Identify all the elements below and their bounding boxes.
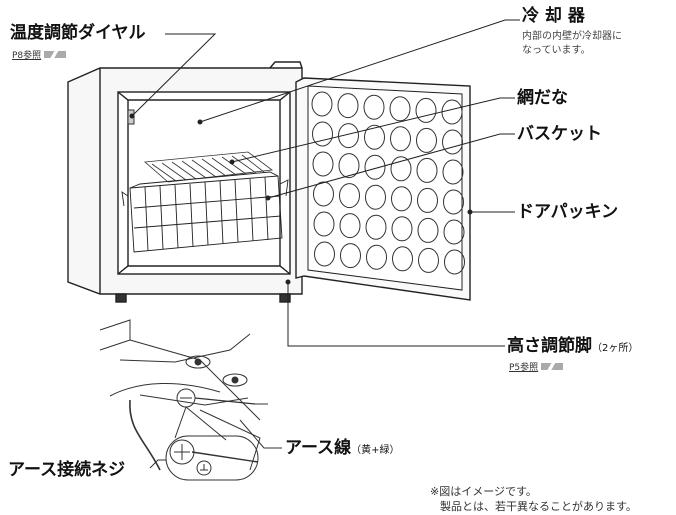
- door-pocket: [442, 159, 464, 185]
- door-pocket: [366, 244, 387, 270]
- image-note-line1: ※図はイメージです。: [430, 485, 537, 498]
- door-pocket: [340, 243, 361, 269]
- cooler-note-line1: 内部の内壁が冷却器に: [522, 31, 622, 42]
- door-pocket: [417, 187, 438, 213]
- door-pocket: [312, 121, 333, 147]
- door-pocket: [416, 127, 437, 153]
- door-pocket: [338, 123, 359, 149]
- door-pocket: [443, 219, 465, 245]
- earth-detail: [99, 319, 282, 481]
- door-pocket: [313, 181, 334, 207]
- door-pocket: [390, 126, 411, 152]
- leader-lines: [129, 19, 520, 347]
- ref-arrow-icon: [541, 363, 564, 370]
- door-pocket-pattern: [311, 91, 465, 275]
- door-pocket: [363, 94, 385, 120]
- door-pocket: [390, 156, 412, 182]
- ref-arrow-icon: [44, 51, 67, 58]
- door-pocket: [443, 189, 464, 215]
- door-pocket: [365, 184, 386, 210]
- door-pocket: [391, 216, 413, 242]
- earth-wire-text: アース線: [285, 438, 352, 458]
- door-pocket: [312, 151, 334, 177]
- door-pocket: [416, 157, 438, 183]
- door-pocket: [417, 217, 439, 243]
- door-pocket: [339, 183, 360, 209]
- door-pocket: [311, 91, 333, 117]
- door-pocket: [418, 247, 439, 273]
- leg-ref-text: P5参照: [509, 363, 539, 373]
- door-pocket: [339, 213, 361, 239]
- door-pocket: [313, 211, 335, 237]
- dial-page-reference: P8参照: [12, 48, 67, 61]
- leg-label-text: 高さ調節脚: [507, 336, 592, 356]
- door-pocket: [444, 249, 465, 275]
- door-pocket: [415, 97, 437, 123]
- wire-shelf: [144, 151, 274, 183]
- door-pocket: [442, 129, 463, 155]
- door-pocket: [364, 124, 385, 150]
- door-pocket: [314, 241, 335, 267]
- door: [295, 77, 471, 301]
- height-adjust-leg-label: 高さ調節脚（2ヶ所）: [507, 338, 638, 355]
- door-pocket: [389, 96, 411, 122]
- door-pocket: [338, 153, 360, 179]
- door-pocket: [365, 214, 387, 240]
- earth-wire-color-text: （黄+緑）: [351, 445, 400, 456]
- cooler-label: 冷 却 器: [522, 6, 585, 26]
- door-pocket: [364, 154, 386, 180]
- door-gasket-label: ドアパッキン: [517, 202, 619, 222]
- basket: [121, 171, 289, 253]
- wire-shelf-label: 網だな: [517, 88, 568, 108]
- door-pocket: [391, 186, 412, 212]
- door-pocket: [392, 246, 413, 272]
- basket-label: バスケット: [517, 124, 602, 144]
- temperature-dial-label: 温度調節ダイヤル: [10, 23, 146, 43]
- leg-count-text: （2ヶ所）: [592, 343, 639, 354]
- earth-wire-label: アース線（黄+緑）: [285, 440, 400, 457]
- cabinet: [67, 61, 303, 303]
- earth-screw-label: アース接続ネジ: [8, 460, 126, 480]
- dial-ref-text: P8参照: [12, 51, 42, 61]
- cooler-note-line2: なっています。: [522, 45, 591, 56]
- door-pocket: [337, 93, 359, 119]
- image-note-line2: 製品とは、若干異なることがあります。: [440, 500, 637, 513]
- leg-page-reference: P5参照: [509, 360, 564, 373]
